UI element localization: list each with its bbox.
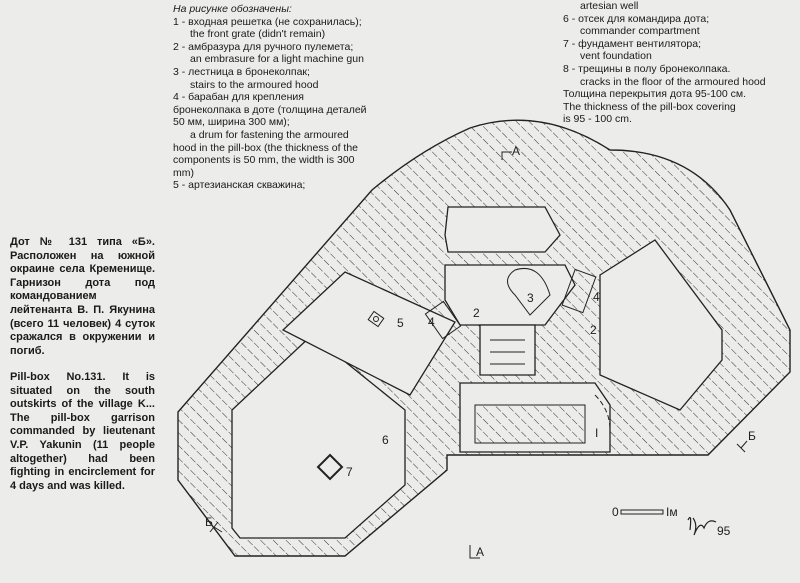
section-b-label: Б [748, 429, 756, 443]
room-upper-left [281, 271, 456, 396]
legend: На рисунке обозначены: 1 - входная решет… [173, 3, 633, 192]
legend-item-en: cracks in the floor of the armoured hood [580, 75, 766, 88]
legend-item-ru: 6 - отсек для командира дота; [563, 12, 710, 25]
section-marker-a-top [501, 151, 512, 160]
legend-item-ru: 3 - лестница в бронеколпак; [173, 65, 310, 78]
artesian-well-icon [367, 310, 385, 328]
legend-item-en: commander compartment [580, 25, 700, 38]
legend-item-en: a drum for fastening the armoured hood i… [173, 128, 359, 179]
hood-chamber [444, 264, 576, 326]
legend-item-en: the front grate (didn't remain) [190, 28, 326, 41]
section-marker-a-bottom [469, 545, 480, 559]
label-1: I [595, 426, 598, 440]
section-b-label: Б [205, 515, 213, 529]
legend-continued: artesian well 6 - отсек для командира до… [563, 0, 800, 126]
grate [474, 404, 586, 444]
scale-bar [620, 509, 664, 515]
legend-item-ru: 4 - барабан для крепления бронеколпака в… [173, 91, 367, 129]
description-ru: Дот № 131 типа «Б». Расположен на южной … [10, 236, 155, 357]
label-2: 2 [590, 323, 597, 337]
label-6: 6 [382, 433, 389, 447]
legend-item-ru: 8 - трещины в полу бронеколпака. [563, 62, 731, 75]
legend-item-ru: 1 - входная решетка (не сохранилась); [173, 15, 362, 28]
legend-item-ru: 5 - артезианская скважина; [173, 179, 306, 192]
section-a-label: А [512, 144, 520, 158]
label-5: 5 [397, 316, 404, 330]
drum-right [561, 268, 597, 314]
description-en: Pill-box No.131. It is situated on the s… [10, 371, 155, 492]
label-4: 4 [428, 315, 435, 329]
label-3: 3 [527, 291, 534, 305]
section-a-label: А [476, 545, 484, 559]
legend-item-en: artesian well [580, 0, 639, 12]
thickness-en: The thickness of the pill-box covering i… [563, 100, 736, 126]
label-4: 4 [593, 290, 600, 304]
vent-foundation-icon [316, 453, 344, 481]
section-marker-b-right [736, 440, 748, 453]
signature [687, 517, 717, 536]
legend-item-en: vent foundation [580, 50, 652, 63]
hood-chamber-top [444, 206, 561, 253]
scale-end: Iм [666, 505, 678, 519]
label-2: 2 [473, 306, 480, 320]
legend-item-en: an embrasure for a light machine gun [190, 53, 364, 66]
room-right [599, 239, 723, 411]
stairs-outline [507, 268, 551, 316]
scale-start: 0 [612, 505, 619, 519]
legend-item-ru: 2 - амбразура для ручного пулемета; [173, 40, 354, 53]
label-7: 7 [346, 465, 353, 479]
thickness-ru: Толщина перекрытия дота 95-100 см. [563, 88, 747, 101]
drum-left [424, 300, 462, 340]
legend-item-en: stairs to the armoured hood [190, 78, 319, 91]
legend-heading: На рисунке обозначены: [173, 3, 292, 15]
corridor [479, 324, 536, 376]
signature-year: 95 [717, 524, 731, 538]
legend-item-ru: 7 - фундамент вентилятора; [563, 37, 702, 50]
section-marker-b-left [209, 521, 223, 533]
